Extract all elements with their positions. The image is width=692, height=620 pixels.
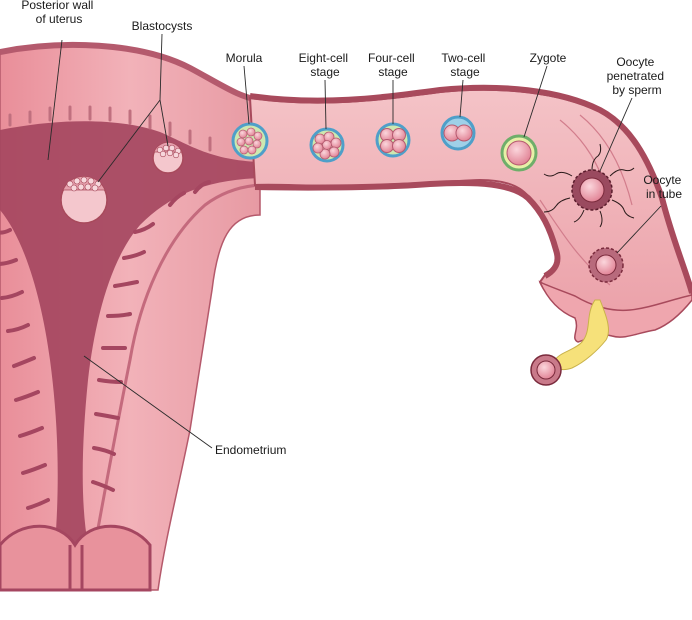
cervix [0,524,152,592]
label-eight-cell: Eight-cell stage [299,51,352,79]
morula [231,122,269,160]
ovulated-oocyte [530,299,609,386]
label-endometrium: Endometrium [215,443,286,457]
blastocyst-upper [152,141,184,174]
eight-cell-stage [309,127,345,163]
uterus-body [0,41,261,592]
blastocyst-implanting [60,175,108,224]
label-blastocysts: Blastocysts [132,19,193,33]
label-oocyte-penetrated: Oocyte penetrated by sperm [607,55,668,97]
uterine-tube [248,84,692,343]
four-cell-stage [375,122,411,158]
fimbriae [538,280,692,343]
labels: Posterior wall of uterus Blastocysts Mor… [21,0,684,457]
uterine-cavity [0,121,260,545]
label-posterior-wall: Posterior wall of uterus [21,0,96,26]
zygote [500,134,538,172]
label-zygote: Zygote [530,51,567,65]
label-morula: Morula [226,51,263,65]
oocyte-in-tube [588,247,624,283]
two-cell-stage [440,115,476,151]
label-four-cell: Four-cell stage [368,51,418,79]
label-oocyte-in-tube: Oocyte in tube [643,173,684,201]
oocyte-penetrated-by-sperm [543,143,635,228]
label-two-cell: Two-cell stage [441,51,488,79]
leader-lines [47,33,662,449]
